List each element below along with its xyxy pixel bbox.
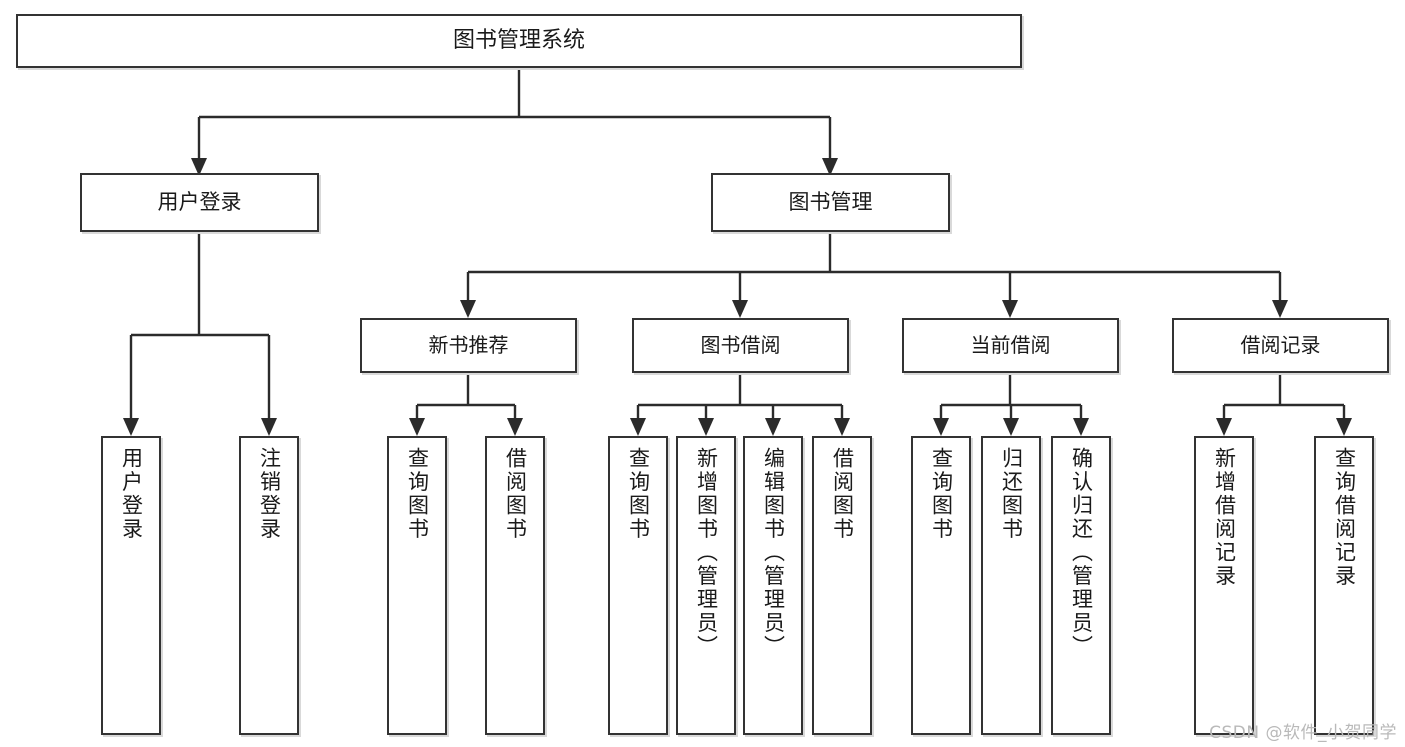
node-new-book-recommendation[interactable]: 新书推荐 (360, 318, 577, 373)
node-label: 用户登录 (157, 190, 242, 215)
node-label: 图书管理系统 (452, 28, 585, 54)
leaf-add-borrowing-record[interactable]: 新增借阅记录 (1194, 436, 1254, 735)
node-label: 图书管理 (788, 190, 873, 215)
leaf-query-borrowing-record[interactable]: 查询借阅记录 (1314, 436, 1374, 735)
leaf-query-book-borrowing[interactable]: 查询图书 (608, 436, 668, 735)
leaf-user-login[interactable]: 用户登录 (101, 436, 161, 735)
node-label: 查询图书 (405, 447, 430, 541)
node-label: 新书推荐 (428, 332, 509, 357)
node-current-borrowing[interactable]: 当前借阅 (902, 318, 1119, 373)
node-label: 借阅记录 (1240, 332, 1321, 357)
node-borrowing-record[interactable]: 借阅记录 (1172, 318, 1389, 373)
leaf-confirm-return-admin[interactable]: 确认归还（管理员） (1051, 436, 1111, 735)
node-label: 确认归还（管理员） (1069, 447, 1094, 659)
node-label: 注销登录 (257, 447, 282, 541)
node-label: 查询图书 (626, 447, 651, 541)
leaf-edit-book-admin[interactable]: 编辑图书（管理员） (743, 436, 803, 735)
node-root-book-management-system[interactable]: 图书管理系统 (16, 14, 1022, 68)
node-user-login[interactable]: 用户登录 (80, 173, 319, 232)
watermark: CSDN @软件_小贺同学 (1209, 723, 1397, 743)
node-label: 当前借阅 (970, 332, 1051, 357)
node-label: 新增图书（管理员） (694, 447, 719, 659)
node-label: 查询借阅记录 (1332, 447, 1357, 588)
leaf-query-book-current[interactable]: 查询图书 (911, 436, 971, 735)
node-label: 编辑图书（管理员） (761, 447, 786, 659)
node-label: 查询图书 (929, 447, 954, 541)
node-book-borrowing[interactable]: 图书借阅 (632, 318, 849, 373)
leaf-borrow-book[interactable]: 借阅图书 (812, 436, 872, 735)
leaf-borrow-book-recommendation[interactable]: 借阅图书 (485, 436, 545, 735)
leaf-return-book[interactable]: 归还图书 (981, 436, 1041, 735)
node-label: 归还图书 (999, 447, 1024, 541)
node-label: 新增借阅记录 (1212, 447, 1237, 588)
leaf-add-book-admin[interactable]: 新增图书（管理员） (676, 436, 736, 735)
node-label: 借阅图书 (503, 447, 528, 541)
node-label: 借阅图书 (830, 447, 855, 541)
leaf-query-book-recommendation[interactable]: 查询图书 (387, 436, 447, 735)
node-book-management[interactable]: 图书管理 (711, 173, 950, 232)
leaf-user-logout[interactable]: 注销登录 (239, 436, 299, 735)
node-label: 图书借阅 (700, 332, 781, 357)
node-label: 用户登录 (119, 447, 144, 541)
